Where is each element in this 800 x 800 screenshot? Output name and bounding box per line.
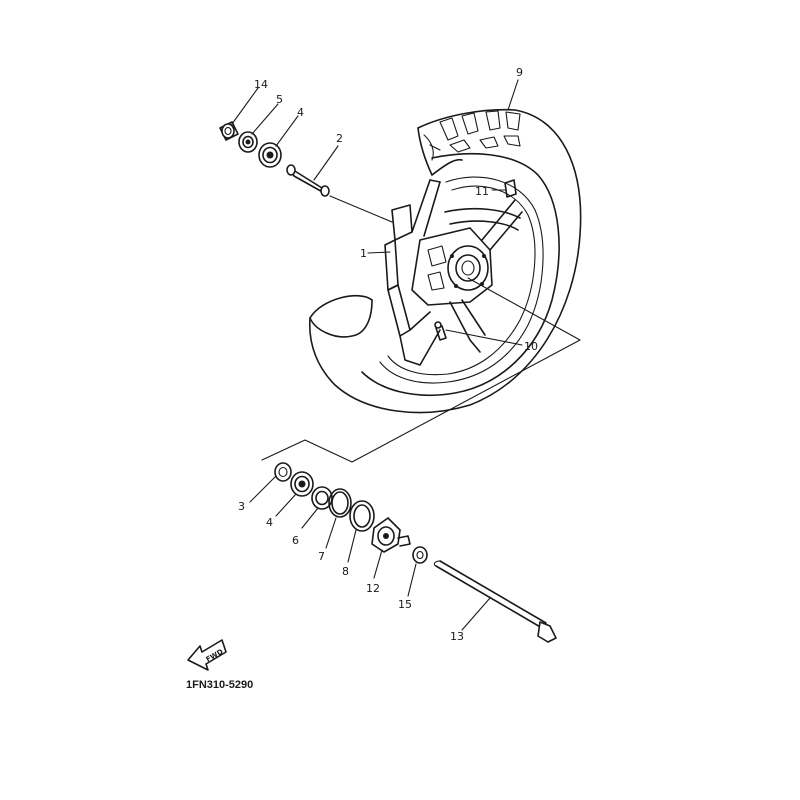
callout-9: 9: [516, 66, 523, 79]
callout-6: 6: [292, 534, 299, 547]
balance-weight: [504, 179, 517, 198]
axle-part-13: [433, 560, 557, 643]
callout-4-top: 4: [297, 106, 304, 119]
callout-3: 3: [238, 500, 245, 513]
callout-8: 8: [342, 565, 349, 578]
bearing-part-4-bottom: [290, 471, 314, 497]
bearing-part-4-top: [258, 142, 282, 168]
wheel-hub: [384, 179, 523, 366]
ring-part-8: [349, 500, 375, 532]
assembly-boundary-line: [261, 277, 581, 463]
meter-gear-part-12: [371, 517, 411, 553]
collar-part-14: [219, 121, 239, 141]
callout-7: 7: [318, 550, 325, 563]
callout-15: 15: [398, 598, 412, 611]
oil-seal-part-6: [311, 486, 333, 510]
callout-5: 5: [276, 93, 283, 106]
tire: [308, 108, 582, 414]
fwd-arrow-icon: FWD: [187, 639, 227, 671]
spacer-part-2: [286, 164, 330, 197]
oil-seal-part-5: [238, 131, 258, 153]
ring-part-7: [328, 488, 352, 518]
callout-2: 2: [336, 132, 343, 145]
callout-13: 13: [450, 630, 464, 643]
callout-11: 11: [475, 185, 489, 198]
washer-part-15: [412, 546, 428, 564]
part-code: 1FN310-5290: [186, 679, 253, 691]
wheel-assembly: [308, 108, 582, 414]
collar-part-3: [274, 462, 292, 482]
callout-10: 10: [524, 340, 538, 353]
callout-4-bottom: 4: [266, 516, 273, 529]
callout-numbers: 14 5 4 2 9 11 1 10 3 4 6 7 8 12 15 13: [238, 66, 538, 643]
callout-12: 12: [366, 582, 380, 595]
callout-1: 1: [360, 247, 367, 260]
leader-lines: [231, 79, 523, 631]
callout-14: 14: [254, 78, 268, 91]
valve-stem: [434, 321, 447, 341]
